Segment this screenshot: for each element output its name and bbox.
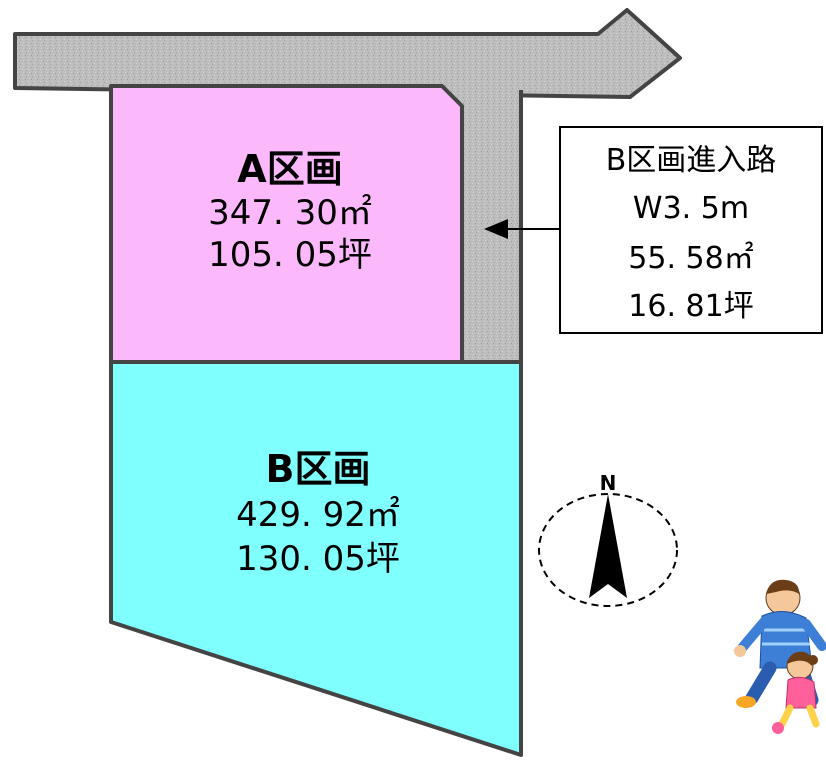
access-road-area-m2: 55. 58㎡ xyxy=(628,241,753,276)
access-road-area-tsubo: 16. 81坪 xyxy=(628,289,753,324)
lot-a-name: A区画 xyxy=(237,147,342,191)
road xyxy=(13,8,682,99)
lot-b-name: B区画 xyxy=(266,447,371,491)
lot-b-area-tsubo: 130. 05坪 xyxy=(236,539,400,579)
lot-a-area-m2: 347. 30㎡ xyxy=(208,193,372,233)
compass-north-label: N xyxy=(600,471,617,495)
lot-a xyxy=(109,84,464,364)
access-road-width: W3. 5m xyxy=(633,191,749,226)
lot-b xyxy=(109,360,523,757)
north-compass-icon: N xyxy=(538,471,678,607)
north-needle xyxy=(589,494,627,598)
father-and-child-running-illustration xyxy=(734,579,826,734)
access-road xyxy=(420,85,520,362)
lot-b-area-m2: 429. 92㎡ xyxy=(236,495,400,535)
access-road-callout-box xyxy=(559,126,823,334)
access-road-title: B区画進入路 xyxy=(606,143,777,178)
lot-a-area-tsubo: 105. 05坪 xyxy=(208,235,372,275)
